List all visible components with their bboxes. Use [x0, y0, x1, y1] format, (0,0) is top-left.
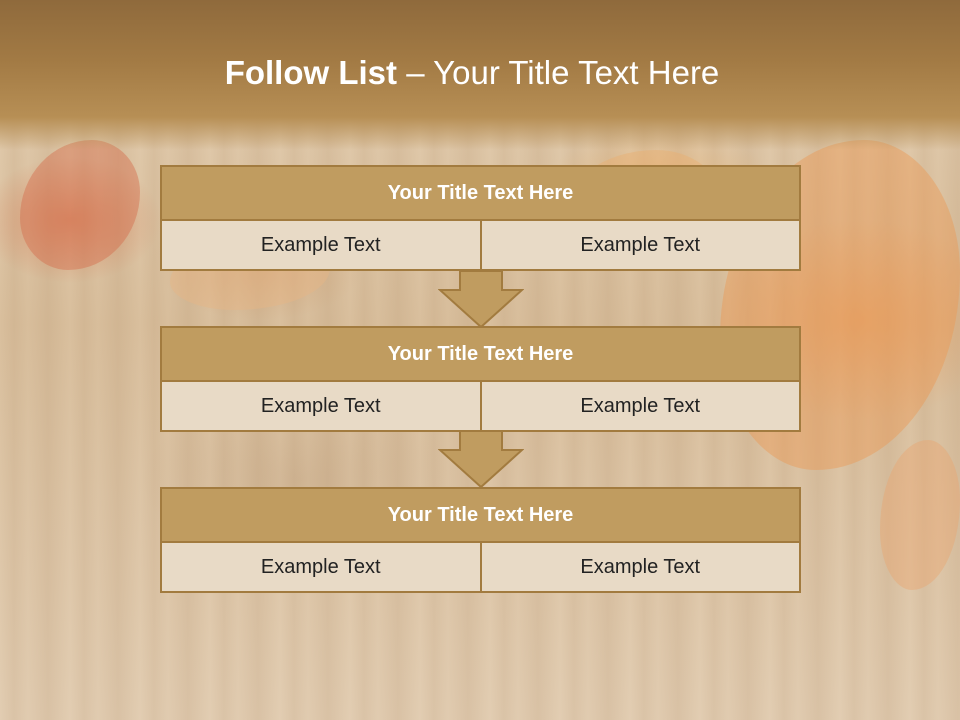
block-cell-right: Example Text	[481, 543, 801, 593]
block-row: Example Text Example Text	[160, 221, 801, 271]
header-band	[0, 0, 960, 150]
down-arrow-icon	[438, 430, 524, 488]
title-rest: – Your Title Text Here	[397, 54, 720, 91]
list-block-2: Your Title Text Here Example Text Exampl…	[160, 326, 801, 432]
list-block-3: Your Title Text Here Example Text Exampl…	[160, 487, 801, 593]
leaf-decoration	[20, 140, 140, 270]
block-row: Example Text Example Text	[160, 382, 801, 432]
block-cell-left: Example Text	[160, 543, 482, 593]
slide-title: Follow List – Your Title Text Here	[0, 54, 944, 92]
block-row: Example Text Example Text	[160, 543, 801, 593]
block-cell-left: Example Text	[160, 382, 482, 432]
leaf-decoration	[880, 440, 960, 590]
down-arrow-icon	[438, 270, 524, 328]
block-cell-left: Example Text	[160, 221, 482, 271]
title-bold: Follow List	[224, 54, 398, 91]
block-cell-right: Example Text	[481, 221, 801, 271]
block-title: Your Title Text Here	[160, 165, 801, 221]
list-block-1: Your Title Text Here Example Text Exampl…	[160, 165, 801, 271]
block-title: Your Title Text Here	[160, 487, 801, 543]
block-cell-right: Example Text	[481, 382, 801, 432]
block-title: Your Title Text Here	[160, 326, 801, 382]
